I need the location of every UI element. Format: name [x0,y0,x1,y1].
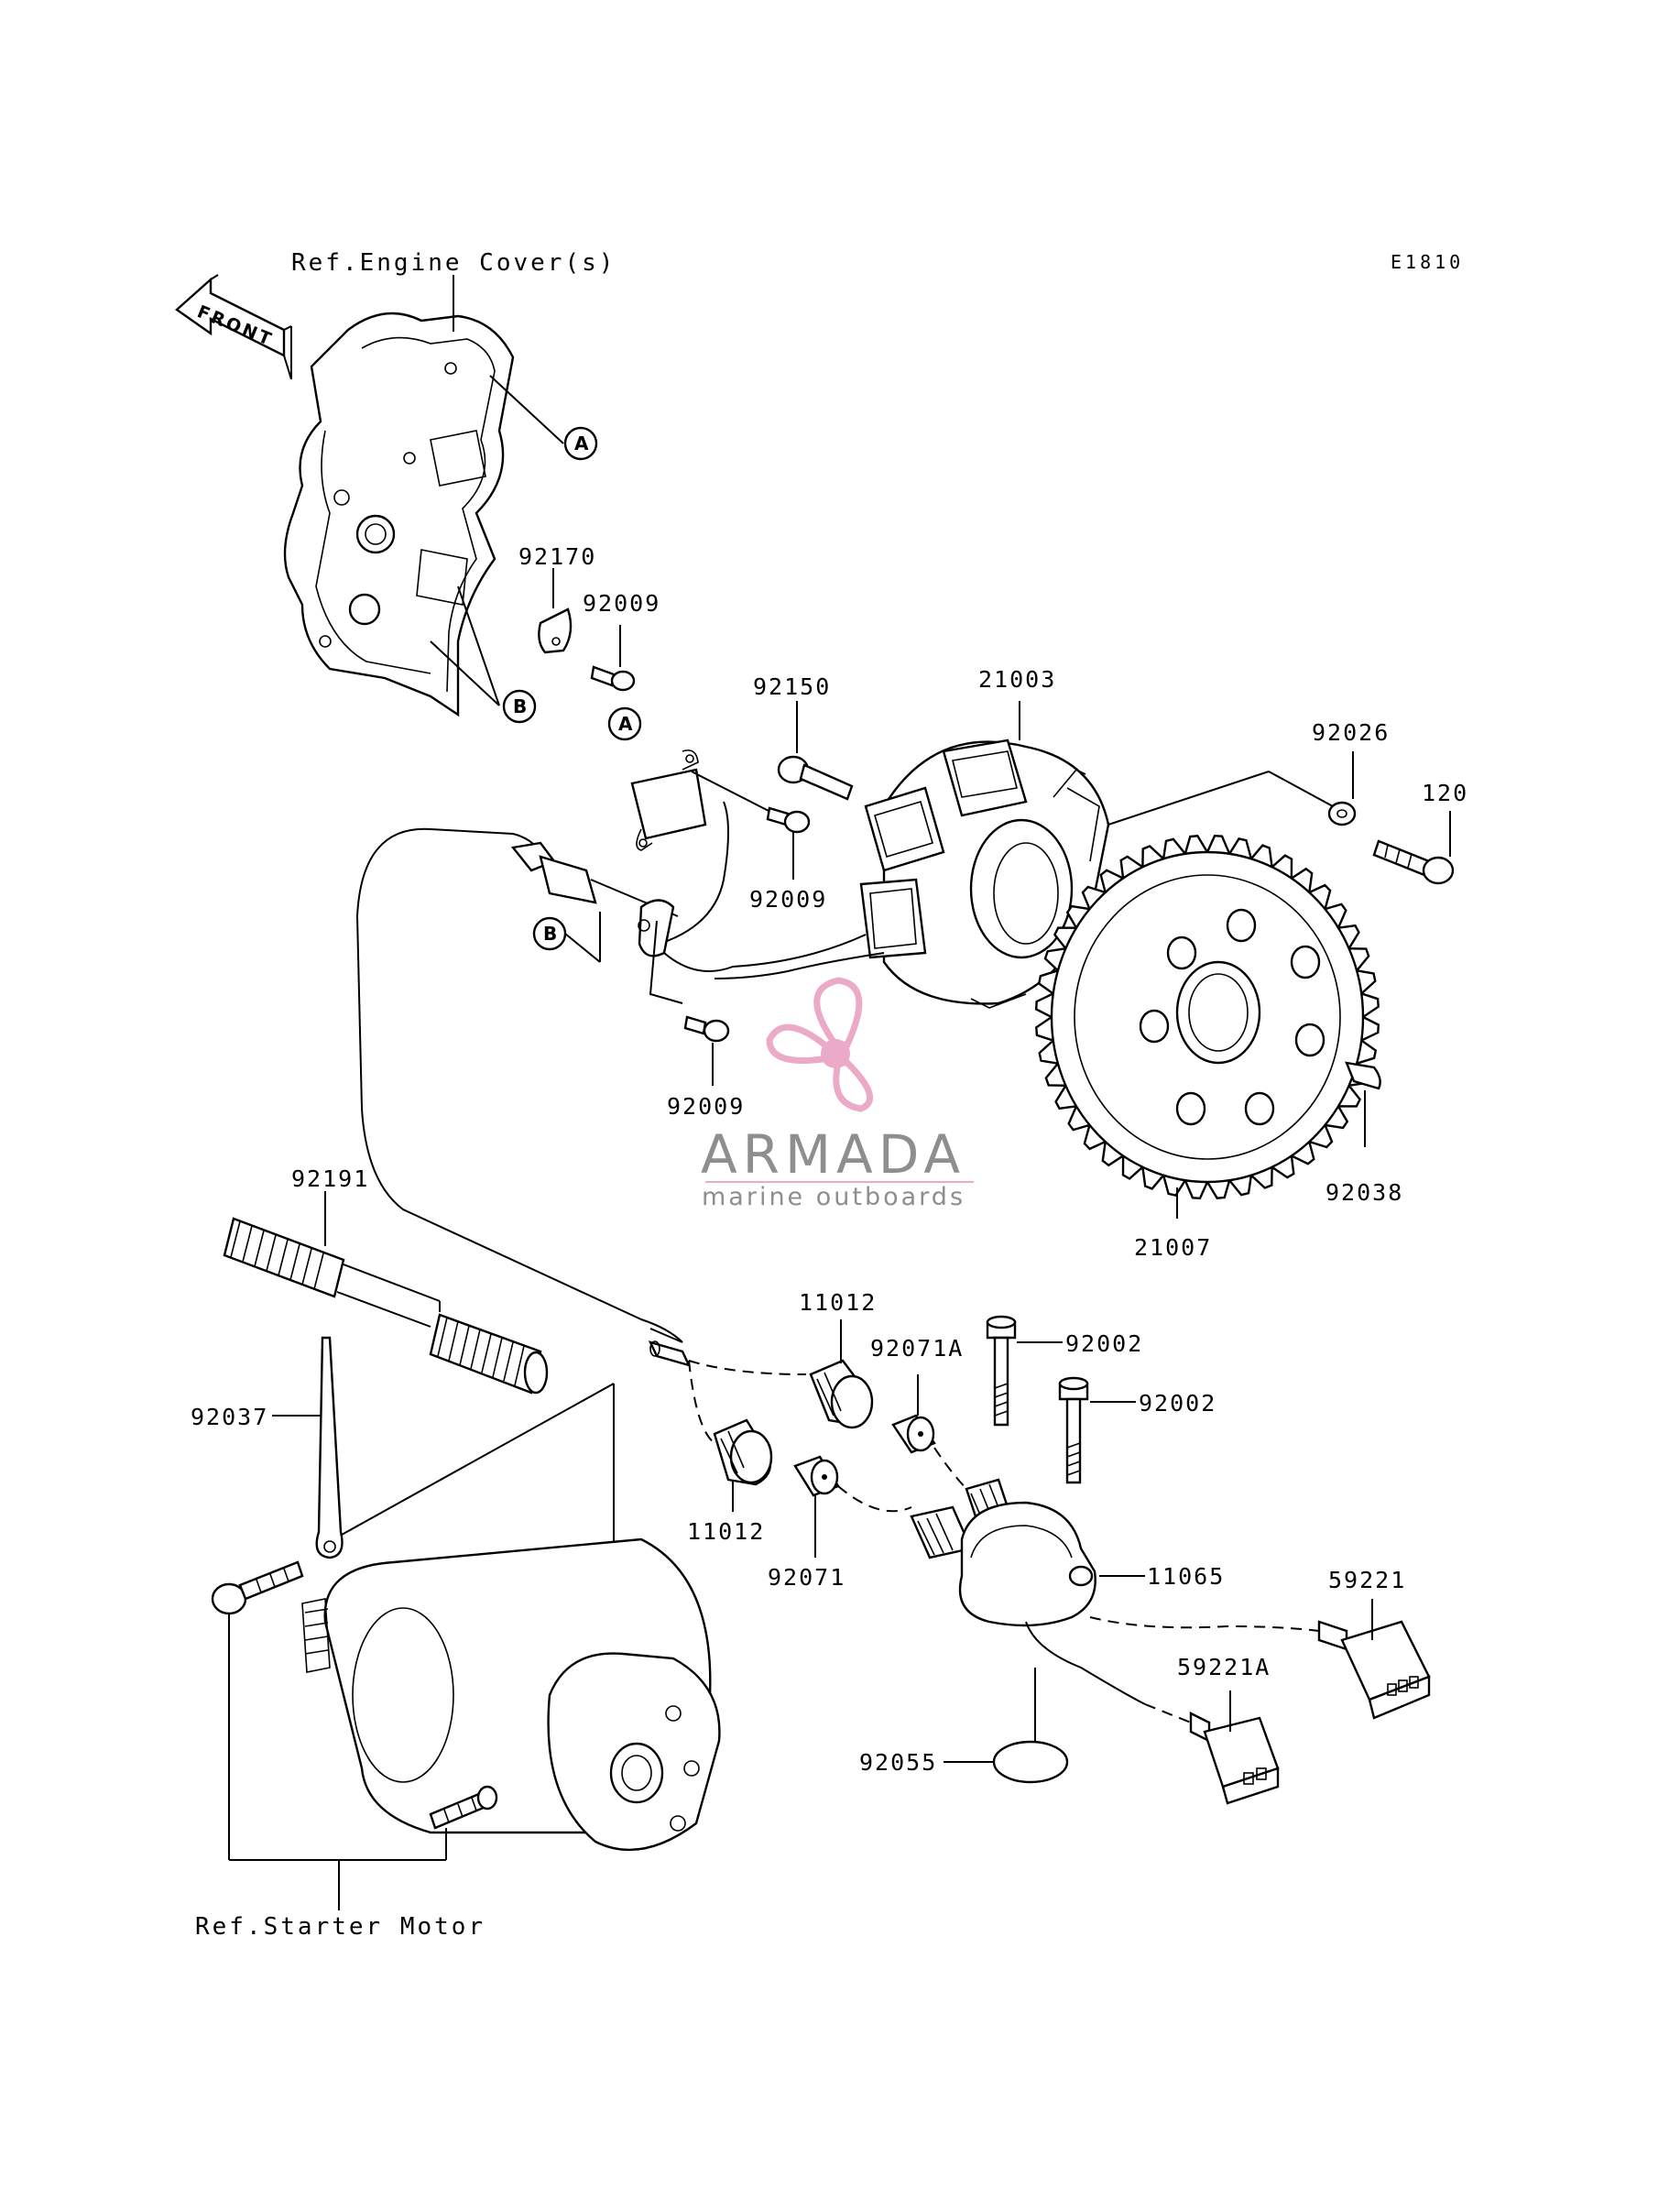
label-59221A: 59221A [1177,1654,1271,1680]
part-92055-oring [944,1740,1069,1784]
wire-joint [648,1340,692,1367]
svg-text:B: B [543,923,557,945]
starter-bolt-upper [211,1560,304,1615]
label-92038: 92038 [1325,1179,1403,1206]
label-92037: 92037 [191,1404,268,1430]
part-120-bolt [1372,811,1455,885]
label-92009-upper: 92009 [583,590,660,617]
pickup-coil-assembly [630,749,811,880]
part-21003-stator [859,701,1110,1009]
propeller-logo-icon [766,977,873,1112]
ref-engine-cover-label: Ref.Engine Cover(s) [291,249,616,277]
svg-text:A: A [574,432,589,454]
label-120: 120 [1422,780,1468,806]
part-11012-cap-upper [809,1319,874,1429]
label-92009-lower: 92009 [667,1093,745,1120]
ref-starter-motor-label: Ref.Starter Motor [195,1913,485,1941]
label-92009-middle: 92009 [749,886,827,913]
part-92002-bolt-lower [1058,1376,1136,1484]
svg-text:A: A [618,713,633,735]
label-21007: 21007 [1134,1234,1212,1261]
label-92150: 92150 [753,673,831,700]
callout-b-lower: B [532,916,567,951]
label-92071: 92071 [768,1564,845,1591]
part-92009-bolt-upper [590,625,636,692]
starter-motor-drawing [301,1537,721,1852]
watermark: ARMADA marine outboards [701,977,974,1211]
part-59221A-connector [1189,1690,1280,1805]
engine-cover-drawing [283,275,515,717]
part-92038-key [1345,1061,1381,1147]
part-92170-grommet [538,568,573,654]
label-11065: 11065 [1147,1563,1225,1590]
label-92002-lower: 92002 [1139,1390,1216,1417]
diagram-code: E1810 [1391,251,1464,273]
part-92150-bolt [777,701,854,801]
part-92037-clip [272,1336,344,1559]
callout-a-upper: A [563,426,598,461]
watermark-tagline: marine outboards [702,1183,965,1211]
label-92026: 92026 [1312,719,1390,746]
label-92055: 92055 [859,1749,937,1776]
label-92002-upper: 92002 [1065,1330,1143,1357]
part-92009-bolt-lower [683,1015,730,1086]
part-92071A-plug [891,1374,936,1454]
label-11012-lower: 11012 [687,1518,765,1545]
label-92191: 92191 [291,1165,369,1192]
front-arrow-icon: FRONT [175,274,292,380]
label-11012-upper: 11012 [799,1289,877,1316]
part-21007-flywheel [1034,834,1380,1219]
part-11012-cap-lower [713,1418,773,1512]
starter-bolt-lower [429,1785,498,1830]
part-92002-bolt-upper [986,1315,1063,1427]
label-92071A: 92071A [870,1335,964,1362]
label-59221: 59221 [1328,1567,1406,1593]
callout-a-lower: A [607,706,642,741]
label-21003: 21003 [978,666,1056,693]
callout-b-upper: B [502,689,537,724]
svg-text:B: B [513,695,527,717]
part-59221-connector [1317,1599,1431,1720]
watermark-brand: ARMADA [701,1123,965,1186]
pickup-plug-b [510,841,679,963]
part-92071-plug [793,1455,840,1558]
label-92170: 92170 [518,543,596,570]
part-11065-housing [910,1478,1145,1627]
part-92191-stud [223,1191,549,1395]
part-92026-washer [1327,751,1357,826]
